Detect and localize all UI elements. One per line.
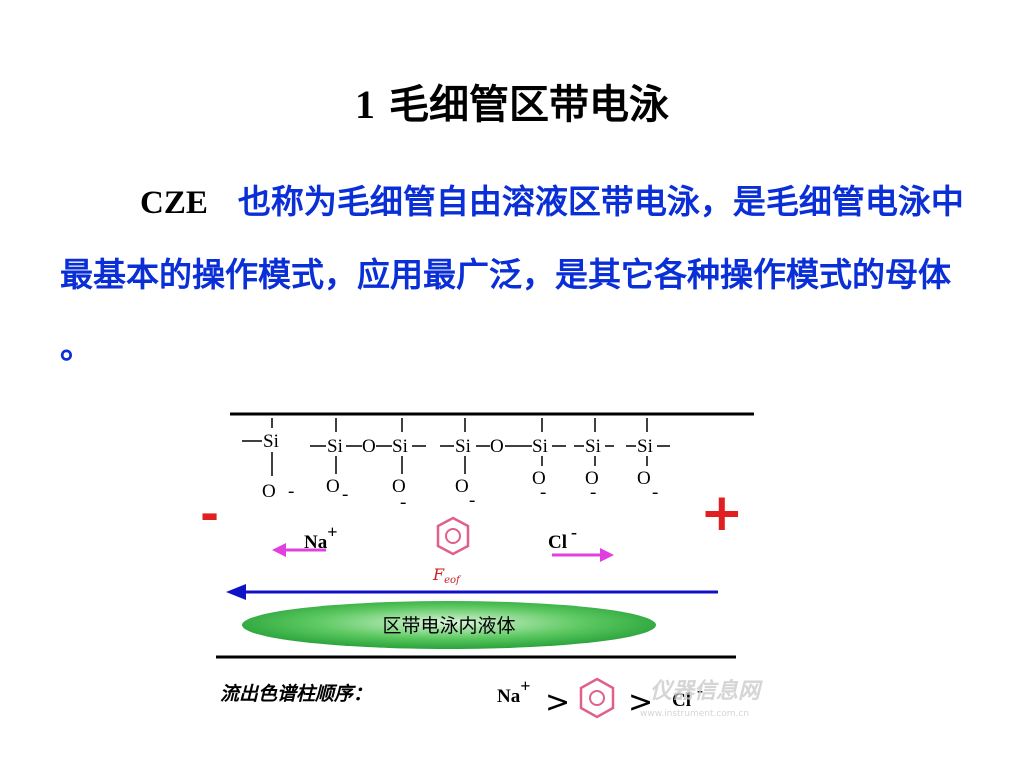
o-atom: O	[262, 481, 276, 502]
si-atom: Si	[263, 431, 279, 452]
o-atom: O	[455, 476, 469, 497]
o-atom: O	[392, 476, 406, 497]
anion-arrowhead	[600, 548, 614, 562]
order-anion: Cl-	[672, 680, 703, 711]
description-text: 也称为毛细管自由溶液区带电泳，是毛细管电泳中最基本的操作模式，应用最广泛，是其它…	[60, 182, 964, 366]
si-atom: Si	[327, 436, 343, 457]
title-number: 1	[355, 82, 375, 127]
anode-plus-sign: +	[700, 483, 744, 543]
watermark-url: www.instrument.com.cn	[640, 709, 749, 719]
benzene-icon	[436, 516, 470, 556]
si-atom: Si	[455, 436, 471, 457]
cze-abbreviation: CZE	[140, 185, 208, 221]
order-gt-2: >	[628, 685, 653, 720]
order-gt-1: >	[545, 685, 570, 720]
o-atom: O	[326, 476, 340, 497]
zone-label: 区带电泳内液体	[382, 615, 515, 637]
cathode-minus-sign: -	[200, 487, 219, 541]
o-bridge: O	[362, 436, 376, 457]
elution-order-label: 流出色谱柱顺序：	[220, 683, 372, 705]
silanol-wall-groups: Si O - Si O - O Si O - Si O - O Si O -	[242, 418, 670, 513]
si-atom: Si	[637, 436, 653, 457]
watermark-logo: 仪器信息网	[650, 678, 763, 704]
eof-arrowhead	[226, 584, 246, 600]
o-bridge: O	[490, 436, 504, 457]
si-atom: Si	[532, 436, 548, 457]
o-charge: -	[288, 481, 294, 502]
order-benzene-icon	[579, 677, 615, 719]
o-charge: -	[342, 484, 348, 505]
zone-ellipse	[242, 601, 656, 649]
si-atom: Si	[392, 436, 408, 457]
eof-force-label: Feof	[432, 565, 462, 586]
cation-label: Na+	[304, 522, 338, 553]
o-charge: -	[652, 482, 658, 503]
o-charge: -	[469, 490, 475, 511]
title-text: 毛细管区带电泳	[389, 82, 669, 128]
o-charge: -	[590, 482, 596, 503]
o-charge: -	[400, 492, 406, 513]
o-atom: O	[637, 468, 651, 489]
cation-arrowhead	[272, 543, 286, 557]
o-atom: O	[532, 468, 546, 489]
order-cation: Na+	[497, 676, 531, 707]
anion-label: Cl-	[548, 522, 577, 553]
o-charge: -	[540, 482, 546, 503]
si-atom: Si	[585, 436, 601, 457]
o-atom: O	[585, 468, 599, 489]
slide-title: 1 毛细管区带电泳	[0, 72, 1024, 130]
